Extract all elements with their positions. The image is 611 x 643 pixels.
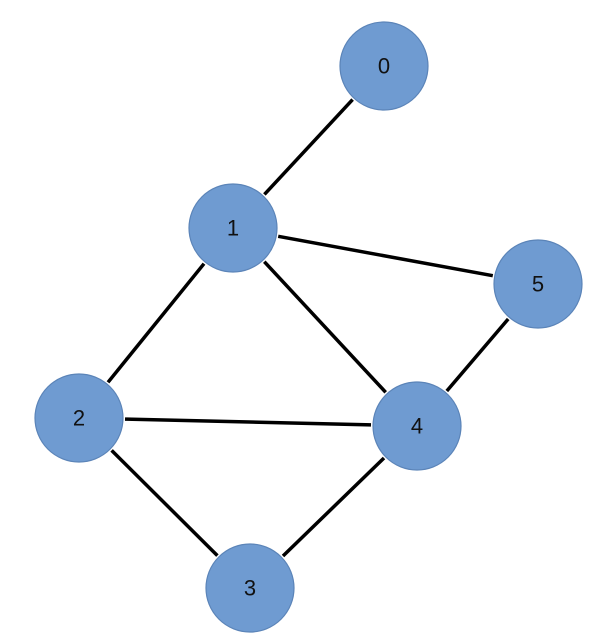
node-5: 5: [493, 239, 583, 329]
node-1: 1: [188, 183, 278, 273]
edge-2-3: [110, 449, 219, 557]
nodes-layer: 0 1 2 3 4 5: [34, 21, 583, 633]
node-4: 4: [372, 381, 462, 471]
edge-2-4: [124, 417, 372, 427]
edge-1-4: [263, 260, 387, 394]
node-circle-2: [34, 373, 124, 463]
edge-3-4: [281, 456, 386, 558]
node-label-2: 2: [73, 406, 85, 431]
node-label-3: 3: [244, 576, 256, 601]
node-0: 0: [339, 21, 429, 111]
edges-layer: [106, 98, 510, 558]
node-label-0: 0: [378, 54, 390, 79]
node-2: 2: [34, 373, 124, 463]
edge-5-4: [445, 317, 510, 393]
edge-0-1: [263, 98, 354, 196]
node-circle-5: [493, 239, 583, 329]
edge-1-2: [106, 262, 206, 384]
node-circle-4: [372, 381, 462, 471]
node-label-5: 5: [532, 272, 544, 297]
node-label-1: 1: [227, 216, 239, 241]
node-circle-0: [339, 21, 429, 111]
node-circle-3: [205, 543, 295, 633]
node-circle-1: [188, 183, 278, 273]
node-3: 3: [205, 543, 295, 633]
edge-1-5: [277, 234, 494, 278]
node-label-4: 4: [411, 414, 423, 439]
